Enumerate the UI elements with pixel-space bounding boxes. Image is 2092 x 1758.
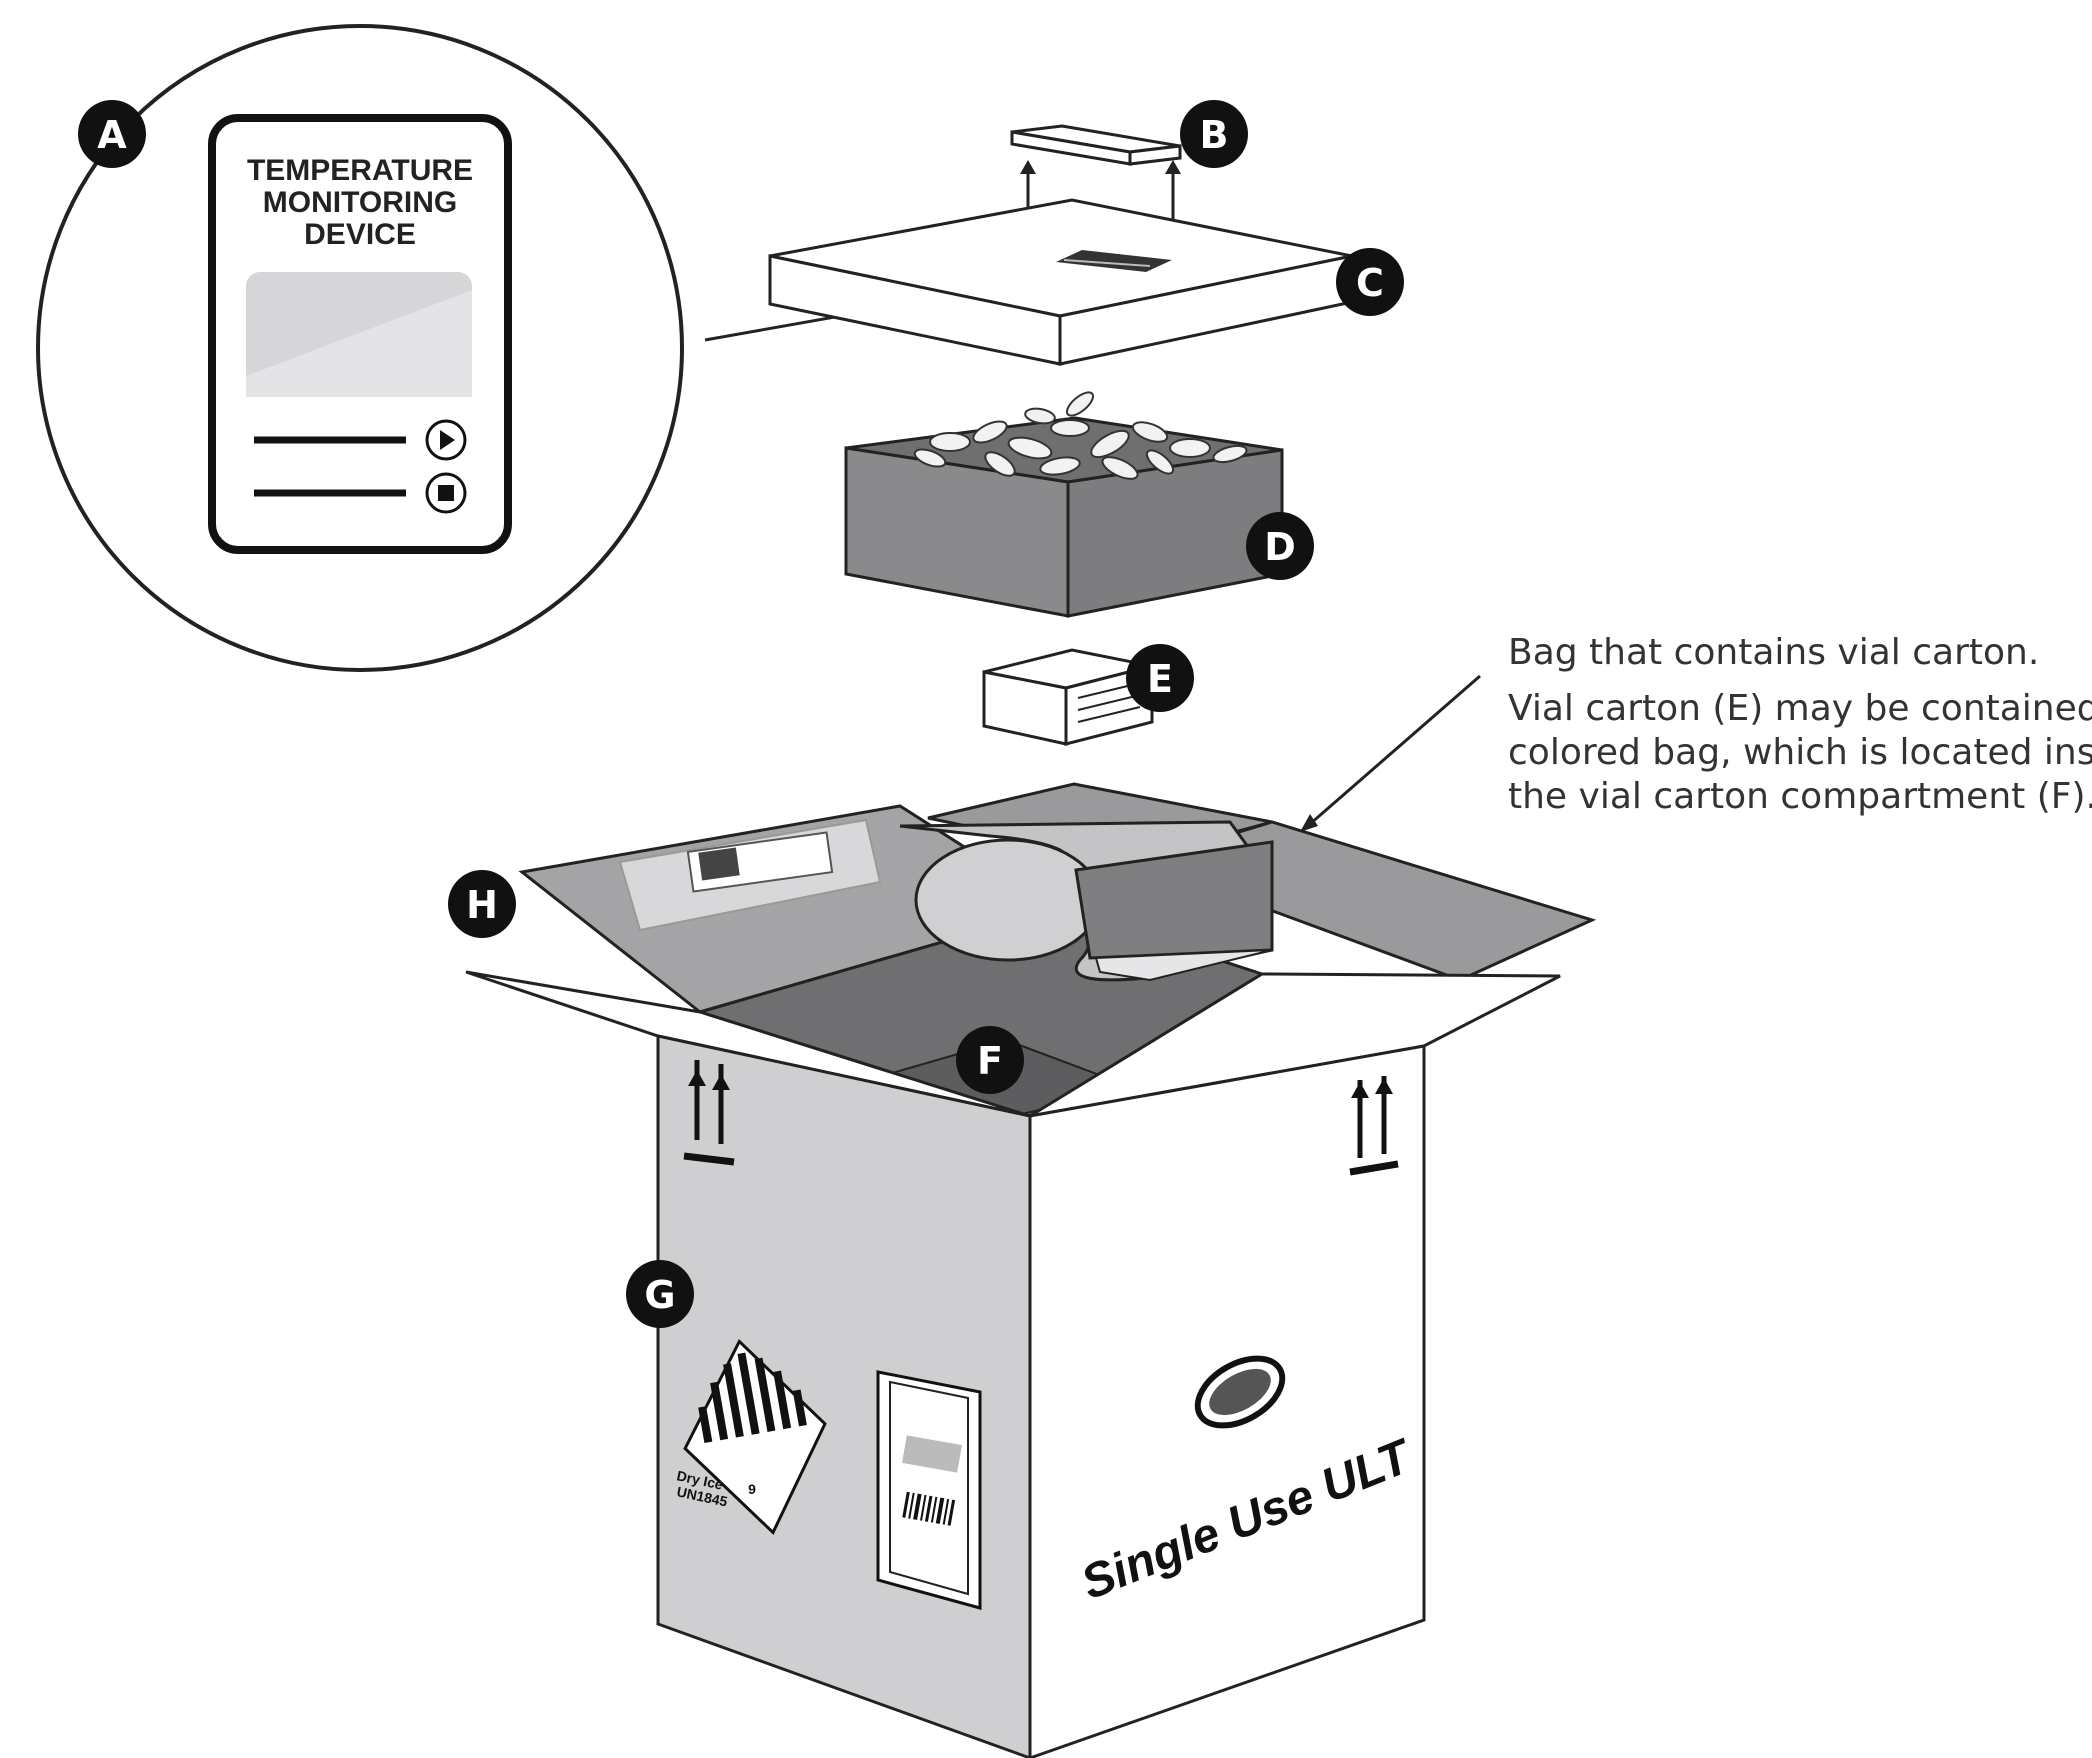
badge-c: C: [1336, 248, 1404, 316]
badge-b: B: [1180, 100, 1248, 168]
vial-carton: [984, 650, 1152, 744]
svg-text:F: F: [977, 1039, 1003, 1083]
callout-heading: Bag that contains vial carton.: [1508, 632, 2039, 673]
shipper-box: Dry Ice UN1845 9: [466, 784, 1592, 1758]
badge-e: E: [1126, 644, 1194, 712]
lid: [770, 200, 1352, 364]
device-title-line2: MONITORING: [263, 186, 457, 219]
badge-d: D: [1246, 512, 1314, 580]
callout-arrowhead: [1300, 814, 1318, 832]
callout-line1: Vial carton (E) may be contained in a: [1508, 688, 2092, 729]
badge-g: G: [626, 1260, 694, 1328]
play-button-icon: [427, 421, 465, 459]
svg-text:H: H: [466, 883, 498, 927]
device-title-line3: DEVICE: [304, 218, 416, 251]
packing-tray: [846, 388, 1282, 616]
svg-text:A: A: [97, 113, 127, 157]
badge-h: H: [448, 870, 516, 938]
device-title-line1: TEMPERATURE: [247, 154, 473, 187]
callout-line3: the vial carton compartment (F).: [1508, 776, 2092, 817]
bag-callout: Bag that contains vial carton. Vial cart…: [1300, 632, 2092, 832]
svg-text:E: E: [1147, 657, 1173, 701]
hazard-class: 9: [748, 1481, 756, 1497]
svg-text:G: G: [644, 1273, 675, 1317]
badge-a: A: [78, 100, 146, 168]
callout-arrow-line: [1310, 676, 1480, 824]
stop-button-icon: [427, 474, 465, 512]
svg-text:B: B: [1200, 113, 1229, 157]
badge-f: F: [956, 1026, 1024, 1094]
shipping-label-holder: [878, 1372, 980, 1608]
svg-text:D: D: [1264, 525, 1296, 569]
callout-line2: colored bag, which is located inside: [1508, 732, 2092, 773]
svg-text:C: C: [1356, 261, 1384, 305]
